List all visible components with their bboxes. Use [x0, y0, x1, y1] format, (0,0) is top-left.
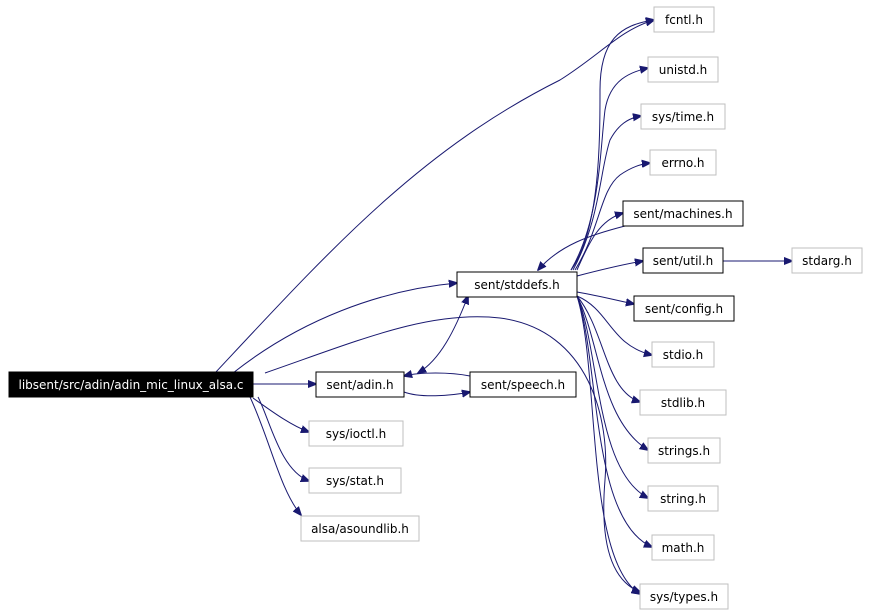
edge-stddefs-util: [576, 261, 643, 277]
edge-stddefs-stdio: [576, 295, 652, 355]
edge-stddefs-systime: [572, 116, 641, 271]
node-machines[interactable]: sent/machines.h: [622, 200, 744, 227]
node-label: sys/stat.h: [326, 474, 384, 488]
node-string[interactable]: string.h: [647, 485, 719, 512]
node-label: sent/stddefs.h: [474, 278, 559, 292]
node-label: sys/ioctl.h: [326, 427, 386, 441]
node-speech[interactable]: sent/speech.h: [469, 371, 577, 398]
node-stdio[interactable]: stdio.h: [651, 341, 715, 368]
edge-stddefs-unistd: [570, 68, 648, 271]
node-errno[interactable]: errno.h: [649, 149, 717, 176]
node-ioctl[interactable]: sys/ioctl.h: [308, 420, 404, 447]
edge-adin-speech: [403, 392, 470, 396]
edge-stddefs-string: [576, 295, 648, 498]
edge-stddefs-stdlib: [576, 295, 640, 402]
node-label: stdio.h: [663, 348, 703, 362]
nodes: libsent/src/adin/adin_mic_linux_alsa.c s…: [8, 6, 863, 610]
edge-main-ioctl: [252, 397, 309, 432]
node-adin[interactable]: sent/adin.h: [315, 371, 405, 398]
edge-main-asoundlib: [249, 396, 301, 515]
node-asoundlib[interactable]: alsa/asoundlib.h: [300, 515, 420, 542]
node-label: sent/util.h: [653, 254, 713, 268]
node-systime[interactable]: sys/time.h: [640, 103, 726, 130]
edge-main-systypes: [264, 316, 640, 592]
edge-main-stddefs: [232, 283, 457, 374]
node-label: libsent/src/adin/adin_mic_linux_alsa.c: [18, 378, 243, 392]
node-label: fcntl.h: [665, 13, 703, 27]
node-systypes[interactable]: sys/types.h: [639, 583, 729, 610]
edge-adin-stddefs: [418, 296, 468, 373]
node-config[interactable]: sent/config.h: [633, 295, 735, 322]
node-label: unistd.h: [659, 63, 708, 77]
edge-stddefs-machines: [576, 213, 623, 271]
node-strings[interactable]: strings.h: [647, 437, 721, 464]
edge-main-fcntl: [214, 20, 654, 374]
node-stat[interactable]: sys/stat.h: [308, 467, 402, 494]
node-label: sent/adin.h: [326, 378, 393, 392]
edge-stddefs-fcntl: [570, 20, 654, 271]
edge-main-stat: [257, 396, 309, 481]
node-stdlib[interactable]: stdlib.h: [639, 389, 727, 416]
node-util[interactable]: sent/util.h: [642, 247, 724, 274]
node-main-file[interactable]: libsent/src/adin/adin_mic_linux_alsa.c: [8, 371, 254, 398]
edge-stddefs-strings: [576, 295, 648, 450]
edge-stddefs-math: [576, 295, 652, 547]
node-label: errno.h: [662, 156, 705, 170]
node-label: alsa/asoundlib.h: [311, 522, 409, 536]
node-stdarg[interactable]: stdarg.h: [791, 247, 863, 274]
node-math[interactable]: math.h: [651, 534, 715, 561]
node-label: sys/time.h: [652, 110, 714, 124]
edge-stddefs-errno: [574, 163, 650, 271]
node-stddefs[interactable]: sent/stddefs.h: [456, 271, 578, 298]
node-label: strings.h: [658, 444, 710, 458]
node-label: sent/config.h: [645, 302, 723, 316]
node-label: sent/speech.h: [481, 378, 565, 392]
edge-machines-stddefs: [538, 225, 626, 270]
node-unistd[interactable]: unistd.h: [647, 56, 719, 83]
node-label: string.h: [660, 492, 706, 506]
edges: [214, 20, 792, 594]
node-label: sys/types.h: [650, 590, 718, 604]
edge-stddefs-config: [576, 291, 634, 304]
node-label: sent/machines.h: [633, 207, 732, 221]
node-label: stdarg.h: [802, 254, 852, 268]
edge-stddefs-systypes: [576, 295, 640, 594]
edge-speech-adin: [404, 373, 471, 376]
node-label: math.h: [662, 541, 705, 555]
node-fcntl[interactable]: fcntl.h: [653, 6, 715, 33]
node-label: stdlib.h: [661, 396, 705, 410]
